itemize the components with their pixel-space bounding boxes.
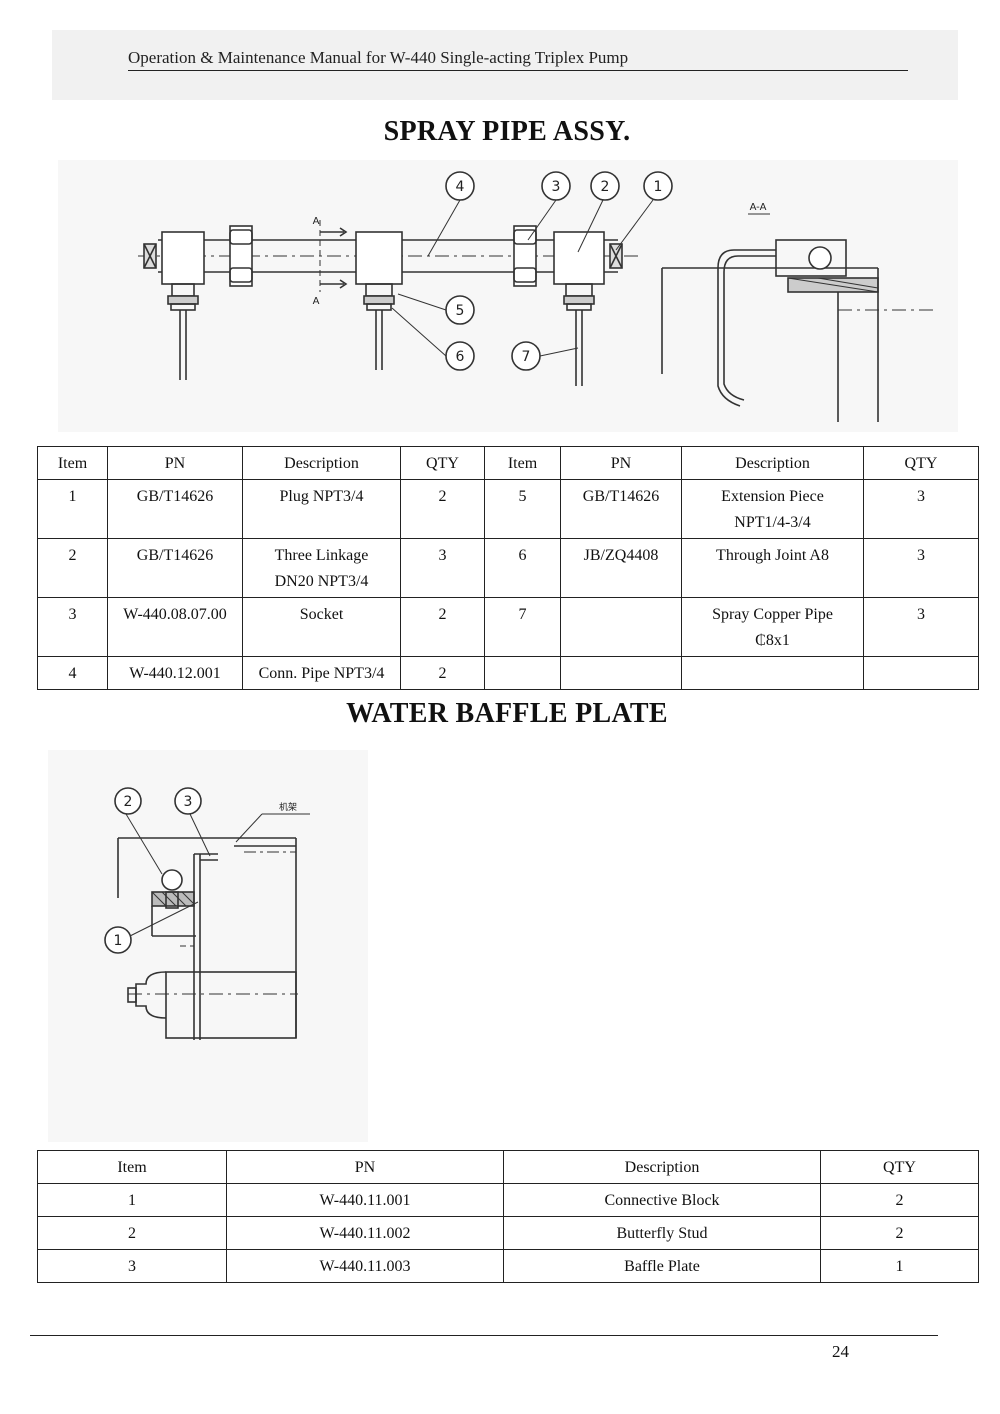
cell-pn: GB/T14626 bbox=[560, 479, 682, 539]
header-qty: QTY bbox=[863, 446, 979, 480]
cell-qty bbox=[863, 656, 979, 690]
cell-description: Through Joint A8 bbox=[681, 538, 864, 598]
cell-qty: 3 bbox=[863, 479, 979, 539]
cell-item bbox=[484, 656, 561, 690]
table-row: 3 W-440.11.003 Baffle Plate 1 bbox=[37, 1249, 979, 1283]
footer-rule bbox=[30, 1335, 938, 1336]
cell-item: 2 bbox=[37, 538, 108, 598]
cell-pn bbox=[560, 597, 682, 657]
cell-item: 7 bbox=[484, 597, 561, 657]
baffle-callout-3: 3 bbox=[184, 794, 193, 810]
frame-label: 机架 bbox=[279, 801, 297, 813]
header-rule bbox=[128, 70, 908, 71]
cell-pn: JB/ZQ4408 bbox=[560, 538, 682, 598]
cell-item: 5 bbox=[484, 479, 561, 539]
cell-qty: 1 bbox=[820, 1249, 979, 1283]
section-view-label: A-A bbox=[750, 202, 767, 213]
table-row: 4 W-440.12.001 Conn. Pipe NPT3/4 2 bbox=[37, 656, 979, 690]
cell-description: Butterfly Stud bbox=[503, 1216, 821, 1250]
header-item: Item bbox=[37, 1150, 227, 1184]
table-row: 1 GB/T14626 Plug NPT3/4 2 5 GB/T14626 Ex… bbox=[37, 479, 979, 539]
callout-3: 3 bbox=[552, 179, 561, 195]
callout-4: 4 bbox=[456, 179, 465, 195]
table-row: 2 GB/T14626 Three Linkage DN20 NPT3/4 3 … bbox=[37, 538, 979, 598]
cell-pn bbox=[560, 656, 682, 690]
table-row: 3 W-440.08.07.00 Socket 2 7 Spray Copper… bbox=[37, 597, 979, 657]
baffle-callout-1: 1 bbox=[114, 933, 123, 949]
cell-pn: W-440.11.001 bbox=[226, 1183, 504, 1217]
cell-qty: 2 bbox=[400, 479, 485, 539]
callout-5: 5 bbox=[456, 303, 465, 319]
cell-item: 6 bbox=[484, 538, 561, 598]
cell-pn: W-440.12.001 bbox=[107, 656, 243, 690]
cell-description: Spray Copper Pipe ₵8x1 bbox=[681, 597, 864, 657]
header-pn: PN bbox=[560, 446, 682, 480]
cell-qty: 2 bbox=[820, 1216, 979, 1250]
callout-6: 6 bbox=[456, 349, 465, 365]
cell-description: Conn. Pipe NPT3/4 bbox=[242, 656, 401, 690]
header-item: Item bbox=[37, 446, 108, 480]
cell-qty: 3 bbox=[863, 597, 979, 657]
cell-qty: 2 bbox=[400, 597, 485, 657]
header-band bbox=[52, 30, 958, 100]
cell-item: 4 bbox=[37, 656, 108, 690]
header-item: Item bbox=[484, 446, 561, 480]
section-mark-top: A bbox=[313, 216, 320, 227]
spray-pipe-title: SPRAY PIPE ASSY. bbox=[383, 116, 631, 147]
cell-pn: GB/T14626 bbox=[107, 479, 243, 539]
header-qty: QTY bbox=[820, 1150, 979, 1184]
cell-pn: W-440.11.002 bbox=[226, 1216, 504, 1250]
spray-pipe-drawing: 4 3 2 1 5 6 7 A A A-A bbox=[58, 160, 958, 432]
table-row: 2 W-440.11.002 Butterfly Stud 2 bbox=[37, 1216, 979, 1250]
callout-7: 7 bbox=[522, 349, 531, 365]
header-pn: PN bbox=[226, 1150, 504, 1184]
cell-qty: 2 bbox=[820, 1183, 979, 1217]
page-number: 24 bbox=[832, 1342, 849, 1361]
water-baffle-title: WATER BAFFLE PLATE bbox=[346, 698, 668, 729]
cell-item: 1 bbox=[37, 479, 108, 539]
header-pn: PN bbox=[107, 446, 243, 480]
header-description: Description bbox=[681, 446, 864, 480]
baffle-callout-2: 2 bbox=[124, 794, 133, 810]
cell-pn: W-440.08.07.00 bbox=[107, 597, 243, 657]
cell-description: Three Linkage DN20 NPT3/4 bbox=[242, 538, 401, 598]
cell-item: 2 bbox=[37, 1216, 227, 1250]
table-header-row: Item PN Description QTY bbox=[37, 1150, 979, 1184]
cell-qty: 3 bbox=[400, 538, 485, 598]
cell-description bbox=[681, 656, 864, 690]
table-header-row: Item PN Description QTY Item PN Descript… bbox=[37, 446, 979, 480]
cell-pn: GB/T14626 bbox=[107, 538, 243, 598]
cell-description: Connective Block bbox=[503, 1183, 821, 1217]
section-mark-bottom: A bbox=[313, 296, 320, 307]
callout-1: 1 bbox=[654, 179, 663, 195]
cell-qty: 3 bbox=[863, 538, 979, 598]
cell-item: 1 bbox=[37, 1183, 227, 1217]
manual-header: Operation & Maintenance Manual for W-440… bbox=[128, 48, 629, 67]
cell-description: Baffle Plate bbox=[503, 1249, 821, 1283]
cell-item: 3 bbox=[37, 597, 108, 657]
callout-2: 2 bbox=[601, 179, 610, 195]
table-row: 1 W-440.11.001 Connective Block 2 bbox=[37, 1183, 979, 1217]
water-baffle-drawing: 2 3 1 机架 bbox=[48, 750, 368, 1142]
cell-qty: 2 bbox=[400, 656, 485, 690]
spray-parts-table: Item PN Description QTY Item PN Descript… bbox=[37, 446, 979, 690]
header-qty: QTY bbox=[400, 446, 485, 480]
cell-description: Extension Piece NPT1/4-3/4 bbox=[681, 479, 864, 539]
cell-item: 3 bbox=[37, 1249, 227, 1283]
cell-description: Socket bbox=[242, 597, 401, 657]
header-description: Description bbox=[242, 446, 401, 480]
baffle-parts-table: Item PN Description QTY 1 W-440.11.001 C… bbox=[37, 1150, 979, 1283]
header-description: Description bbox=[503, 1150, 821, 1184]
cell-pn: W-440.11.003 bbox=[226, 1249, 504, 1283]
cell-description: Plug NPT3/4 bbox=[242, 479, 401, 539]
